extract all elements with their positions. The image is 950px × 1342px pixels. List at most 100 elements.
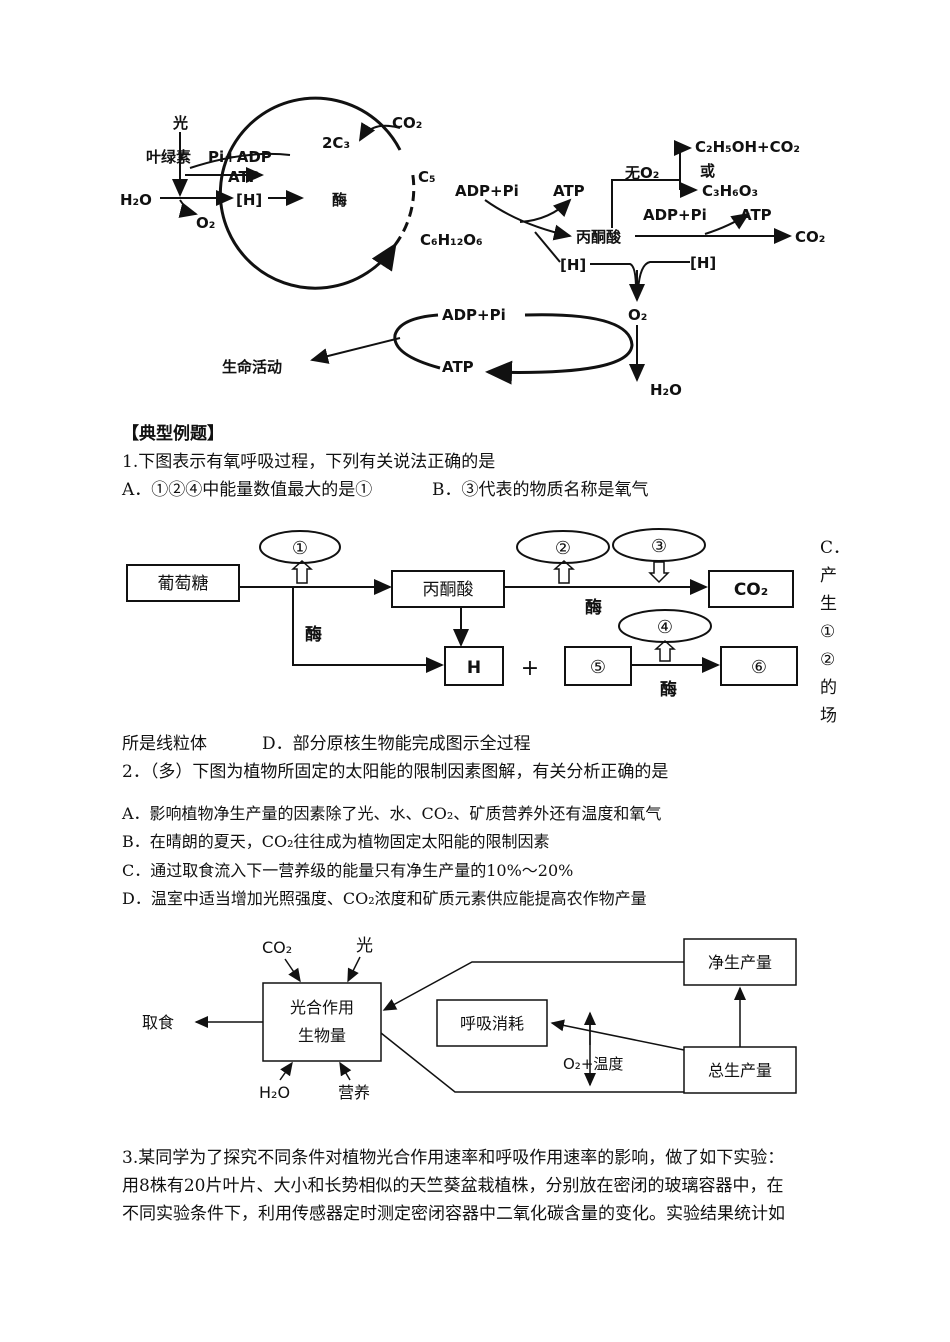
atp-cycle [485, 313, 634, 385]
h2o-input-arrow [279, 1061, 293, 1081]
q1-option-c-char: 的 [820, 678, 837, 698]
fig1-light: 光 [172, 114, 188, 132]
respiration-box [436, 999, 548, 1047]
glucose-box [126, 564, 240, 602]
pi-adp-arrow [189, 152, 291, 169]
q1-stem: 1.下图表示有氧呼吸过程，下列有关说法正确的是 [122, 452, 496, 472]
pyruvate-label: 丙酮酸 [423, 580, 474, 600]
plus-sign: + [521, 656, 539, 681]
q2-option-a: A．影响植物净生产量的因素除了光、水、CO₂、矿质营养外还有温度和氧气 [122, 804, 662, 823]
q1-option-c-char: ② [820, 650, 836, 670]
fig1-lactic: C₃H₆O₃ [702, 182, 758, 200]
pyruvate-box [391, 570, 505, 608]
q1-option-c-rest: 所是线粒体 [122, 734, 207, 754]
fig1-atp-4: ATP [442, 358, 474, 376]
fig1-2c3: 2C₃ [322, 134, 350, 152]
fig1-chlorophyll: 叶绿素 [146, 148, 191, 166]
gross-to-respiration-arrow [550, 1019, 685, 1051]
q2-option-d: D．温室中适当增加光照强度、CO₂浓度和矿质元素供应能提高农作物产量 [122, 889, 647, 908]
glucose-to-pyruvate [484, 199, 572, 241]
hollow-arrow-two [553, 559, 575, 584]
fig1-h2o-2: H₂O [650, 381, 682, 399]
light-input-label: 光 [356, 936, 373, 956]
fig1-co2-1: CO₂ [392, 114, 422, 132]
respiration-label: 呼吸消耗 [460, 1014, 524, 1033]
fig1-co2-2: CO₂ [795, 228, 825, 246]
fig1-h-2: [H] [560, 256, 586, 274]
net-to-photosynthesis-arrow [382, 961, 684, 1011]
three-label: ③ [651, 536, 667, 557]
co2-label: CO₂ [734, 580, 768, 600]
q1-option-b: B．③代表的物质名称是氧气 [432, 480, 649, 500]
figure-photosynthesis-respiration: 光 叶绿素 Pi+ADP ATP H₂O [H] O₂ 酶 CO₂ 2C₃ C₅… [120, 96, 825, 399]
h-box [444, 646, 504, 686]
fig1-atp-1: ATP [228, 168, 260, 186]
enzyme-label-a: 酶 [305, 624, 322, 645]
enzyme-label-b: 酶 [585, 597, 602, 618]
calvin-cycle-arc [218, 96, 402, 290]
fig1-o2-1: O₂ [196, 214, 215, 232]
figure-solar-energy-factors: 光合作用 生物量 CO₂ 光 取食 H₂O 营养 呼吸消耗 净生产量 总生产量 … [142, 936, 797, 1102]
photosynthesis-label-2: 生物量 [298, 1026, 346, 1045]
light-input-arrow [347, 956, 361, 983]
q1-option-a: A．①②④中能量数值最大的是① [122, 480, 373, 500]
co2-to-c3-arrow [358, 122, 401, 142]
q1-option-c-char: ① [820, 622, 836, 642]
fig1-pi-adp: Pi+ADP [208, 148, 272, 166]
q2-option-b: B．在晴朗的夏天，CO₂往往成为植物固定太阳能的限制因素 [122, 832, 550, 851]
photosynthesis-label-1: 光合作用 [290, 998, 354, 1017]
no-o2-branch [611, 179, 680, 228]
fig1-h2o-1: H₂O [120, 191, 152, 209]
hollow-arrow-three [648, 561, 670, 584]
one-label: ① [292, 538, 308, 559]
q2-option-c: C．通过取食流入下一营养级的能量只有净生产量的10%～20% [122, 861, 574, 880]
fig1-no-o2: 无O₂ [624, 164, 659, 182]
gross-production-box [683, 1046, 797, 1094]
q2-stem: 2．（多）下图为植物所固定的太阳能的限制因素图解，有关分析正确的是 [122, 762, 669, 782]
fig1-enzyme: 酶 [332, 191, 347, 209]
two-label: ② [555, 538, 571, 559]
o2-release-arrow [178, 199, 198, 218]
fig1-atp-3: ATP [740, 206, 772, 224]
hollow-arrow-one [291, 559, 313, 584]
fig1-life: 生命活动 [222, 358, 282, 376]
eat-label: 取食 [142, 1013, 174, 1032]
h-collect [590, 261, 690, 291]
fig1-glucose: C₆H₁₂O₆ [420, 231, 483, 249]
ethanol-arrow [680, 148, 690, 190]
enzyme-label-c: 酶 [660, 679, 677, 700]
five-box [564, 646, 632, 686]
h-label: H [467, 658, 481, 678]
fig1-pyruvate: 丙酮酸 [576, 228, 622, 246]
five-label: ⑤ [590, 657, 606, 678]
fig1-adp-pi-3: ADP+Pi [442, 306, 506, 324]
six-label: ⑥ [751, 657, 767, 678]
q1-option-d: D．部分原核生物能完成图示全过程 [262, 734, 531, 754]
h2o-input-label: H₂O [259, 1083, 290, 1102]
q1-option-c-prefix: C． [820, 538, 851, 558]
life-arrow [310, 337, 401, 364]
gross-production-label: 总生产量 [708, 1061, 772, 1080]
glucose-to-h-arrow [292, 587, 444, 673]
q3-line-3: 不同实验条件下，利用传感器定时测定密闭容器中二氧化碳含量的变化。实验结果统计如 [122, 1204, 785, 1224]
co2-box [708, 570, 794, 608]
ellipse-two [516, 530, 610, 564]
nutrient-input-arrow [339, 1061, 352, 1081]
q1-option-c-char: 产 [820, 566, 837, 586]
fig1-ethanol: C₂H₅OH+CO₂ [695, 138, 800, 156]
glucose-label: 葡萄糖 [158, 574, 209, 594]
figure-aerobic-respiration: 葡萄糖 丙酮酸 CO₂ H + ⑤ ⑥ ① ② ③ ④ 酶 酶 酶 [126, 528, 798, 700]
q1-option-c-char: 场 [820, 706, 837, 726]
q1-option-c-char: 生 [820, 594, 837, 614]
q3-line-2: 用8株有20片叶片、大小和长势相似的天竺葵盆栽植株，分别放在密闭的玻璃容器中，在 [122, 1176, 784, 1196]
six-box [720, 646, 798, 686]
section-title: 【典型例题】 [122, 424, 224, 444]
fig1-c5: C₅ [418, 168, 436, 186]
fig1-o2-2: O₂ [628, 306, 647, 324]
co2-input-label: CO₂ [262, 938, 292, 957]
fig1-or: 或 [700, 162, 715, 180]
fig1-h-1: [H] [236, 191, 262, 209]
net-production-box [683, 938, 797, 986]
q3-line-1: 3.某同学为了探究不同条件对植物光合作用速率和呼吸作用速率的影响，做了如下实验： [122, 1148, 785, 1168]
nutrient-input-label: 营养 [338, 1083, 370, 1102]
